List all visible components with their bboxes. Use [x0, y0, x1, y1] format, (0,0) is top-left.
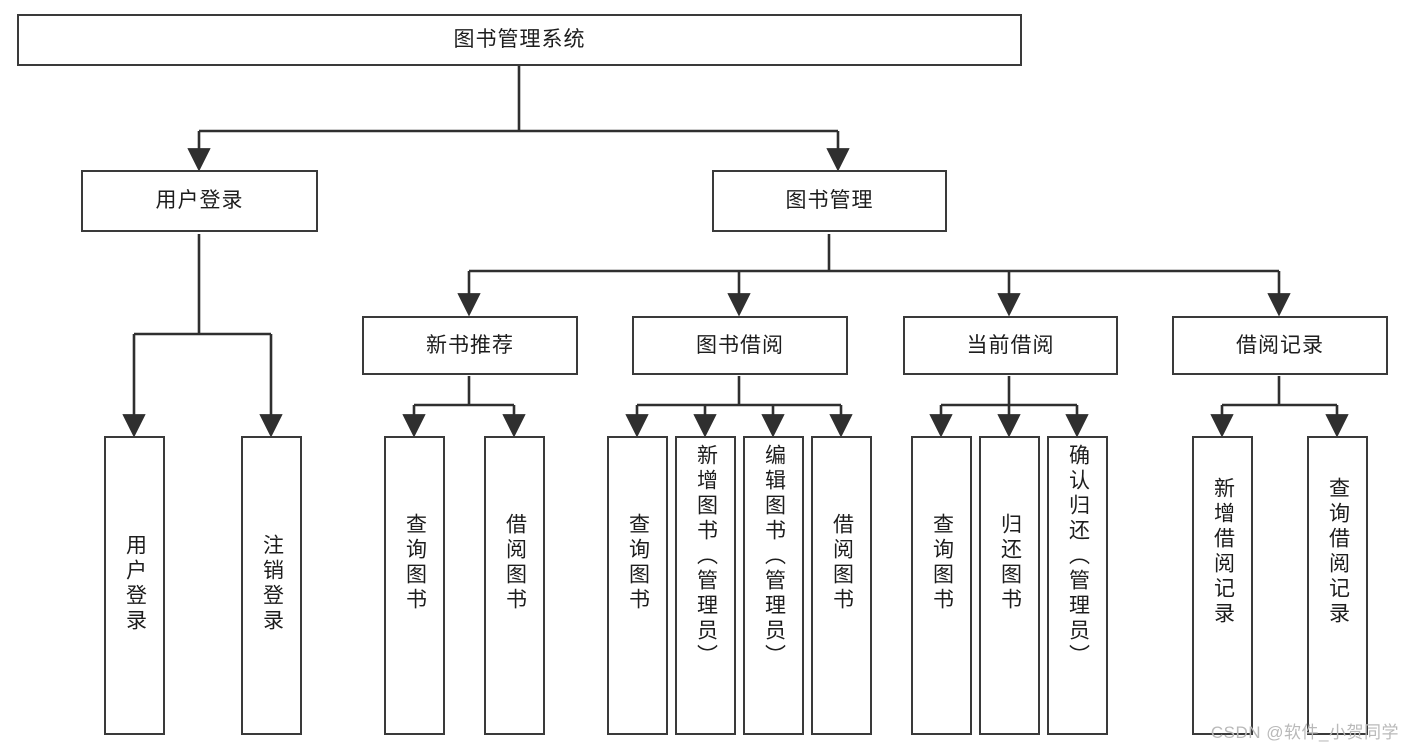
node-leaf-return-book-label: 归还图书: [998, 513, 1022, 613]
node-new-book-recommend-label: 新书推荐: [426, 333, 514, 357]
node-leaf-query-book-3[interactable]: 查询图书: [911, 436, 972, 735]
node-borrow-record-label: 借阅记录: [1236, 333, 1324, 357]
node-leaf-return-book[interactable]: 归还图书: [979, 436, 1040, 735]
node-current-borrow[interactable]: 当前借阅: [903, 316, 1118, 375]
node-leaf-edit-book-label: 编辑图书（管理员）: [762, 444, 786, 669]
node-leaf-query-book-2[interactable]: 查询图书: [607, 436, 668, 735]
node-leaf-query-record-label: 查询借阅记录: [1326, 477, 1350, 627]
csdn-watermark: CSDN @软件_小贺同学: [1210, 723, 1399, 742]
node-borrow-record[interactable]: 借阅记录: [1172, 316, 1388, 375]
node-book-borrow-label: 图书借阅: [696, 333, 784, 357]
node-leaf-borrow-book-2[interactable]: 借阅图书: [811, 436, 872, 735]
node-leaf-user-login[interactable]: 用户登录: [104, 436, 165, 735]
node-root[interactable]: 图书管理系统: [17, 14, 1022, 66]
node-leaf-add-record-label: 新增借阅记录: [1211, 477, 1235, 627]
node-leaf-query-book-3-label: 查询图书: [930, 513, 954, 613]
node-book-management-label: 图书管理: [785, 189, 874, 213]
node-leaf-borrow-book-1-label: 借阅图书: [503, 513, 527, 613]
node-leaf-user-login-label: 用户登录: [123, 534, 147, 634]
node-leaf-logout-label: 注销登录: [260, 534, 284, 634]
node-leaf-logout[interactable]: 注销登录: [241, 436, 302, 735]
node-user-login-label: 用户登录: [155, 189, 244, 213]
node-leaf-query-record[interactable]: 查询借阅记录: [1307, 436, 1368, 735]
node-leaf-query-book-2-label: 查询图书: [626, 513, 650, 613]
node-leaf-add-record[interactable]: 新增借阅记录: [1192, 436, 1253, 735]
node-book-borrow[interactable]: 图书借阅: [632, 316, 848, 375]
node-leaf-confirm-return[interactable]: 确认归还（管理员）: [1047, 436, 1108, 735]
node-book-management[interactable]: 图书管理: [712, 170, 947, 232]
node-root-label: 图书管理系统: [453, 28, 586, 52]
node-leaf-query-book-1-label: 查询图书: [403, 513, 427, 613]
node-current-borrow-label: 当前借阅: [966, 333, 1055, 357]
node-leaf-borrow-book-1[interactable]: 借阅图书: [484, 436, 545, 735]
node-leaf-edit-book[interactable]: 编辑图书（管理员）: [743, 436, 804, 735]
node-leaf-confirm-return-label: 确认归还（管理员）: [1066, 444, 1090, 669]
node-leaf-query-book-1[interactable]: 查询图书: [384, 436, 445, 735]
node-leaf-borrow-book-2-label: 借阅图书: [830, 513, 854, 613]
node-new-book-recommend[interactable]: 新书推荐: [362, 316, 578, 375]
node-leaf-add-book-label: 新增图书（管理员）: [694, 444, 718, 669]
node-leaf-add-book[interactable]: 新增图书（管理员）: [675, 436, 736, 735]
node-user-login[interactable]: 用户登录: [81, 170, 318, 232]
